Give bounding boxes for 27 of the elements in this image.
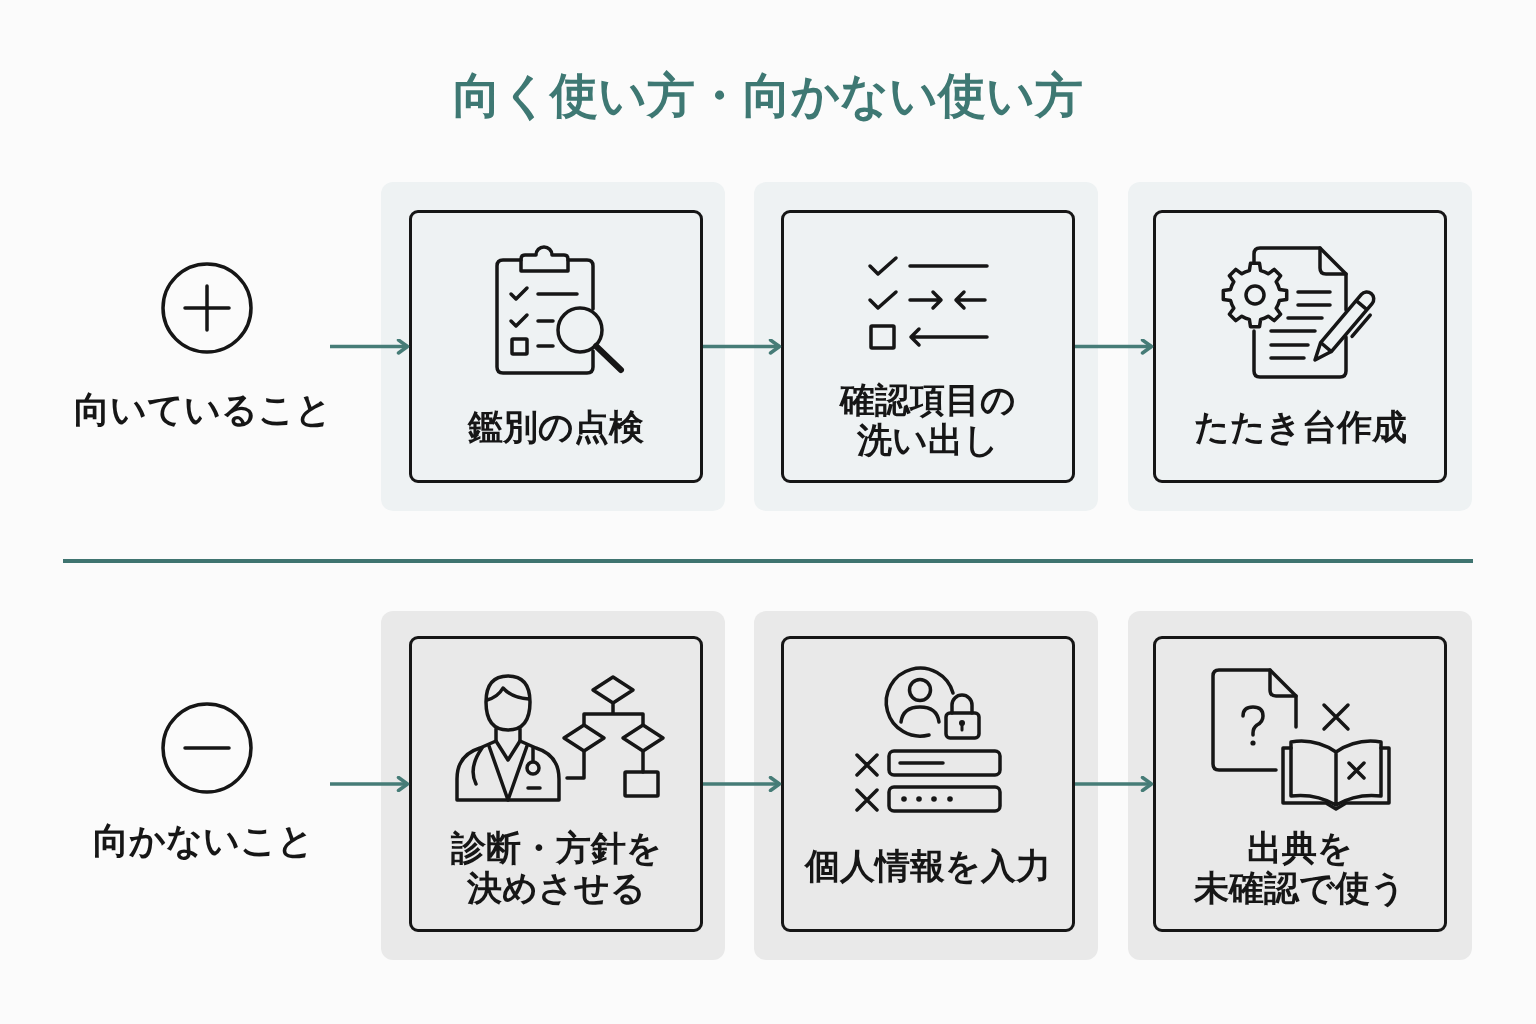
outlined-box [409, 210, 703, 483]
outlined-box [409, 636, 703, 932]
arrow [703, 775, 782, 793]
box-label: 個人情報を入力 [805, 845, 1051, 886]
box-label: 鑑別の点検 [468, 406, 644, 447]
box-label: たたき台作成 [1193, 406, 1407, 447]
category-label: 向いていること [74, 388, 332, 432]
outlined-box [781, 210, 1075, 483]
background-panel [754, 182, 1098, 511]
background-panel [754, 611, 1098, 960]
outlined-box [1153, 210, 1447, 483]
category-label: 向かないこと [92, 819, 314, 863]
background-panel [1128, 611, 1472, 960]
background-panel [381, 182, 725, 511]
arrow [1075, 338, 1154, 355]
arrow [330, 775, 410, 793]
box-label: 出典を未確認で使う [1194, 827, 1406, 908]
arrow [1075, 775, 1154, 793]
title: 向く使い方・向かない使い方 [453, 66, 1083, 125]
box-label: 診断・方針を決めさせる [450, 827, 662, 908]
outlined-box [781, 636, 1075, 932]
arrow [330, 338, 410, 355]
arrow [703, 338, 782, 355]
background-panel [1128, 182, 1472, 511]
outlined-box [1153, 636, 1447, 932]
box-label: 確認項目の洗い出し [840, 379, 1016, 460]
background-panel [381, 611, 725, 960]
